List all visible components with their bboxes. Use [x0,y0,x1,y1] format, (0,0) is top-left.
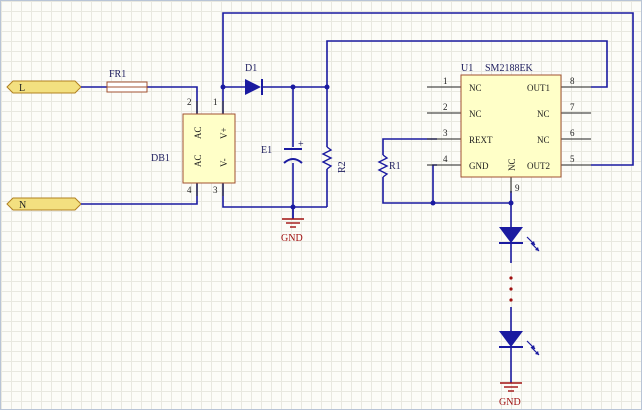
led-chain-ellipsis [509,276,513,302]
ic-pin-num-4: 4 [443,154,448,164]
diode-designator: D1 [245,63,257,74]
ic-pin-name-9: NC [507,158,517,171]
ic-pin-num-6: 6 [570,128,575,138]
ic-pin-num-3: 3 [443,128,448,138]
led-1[interactable] [499,227,540,252]
ic-part-number: SM2188EK [485,63,534,74]
bridge-db1[interactable]: AC AC V+ V- 2 4 1 3 DB1 [151,97,236,196]
junctions [220,84,514,210]
bridge-pin-num-4: 4 [187,185,192,195]
resistor-r2-designator: R2 [337,161,348,173]
port-l[interactable]: L [6,80,82,94]
port-n[interactable]: N [6,197,82,211]
capacitor-polarity: + [298,139,304,150]
ic-pin-name-4: GND [469,161,489,171]
resistor-r1[interactable]: R1 [377,154,401,178]
capacitor-designator: E1 [261,145,272,156]
bridge-pin-num-2: 2 [187,97,192,107]
diode-d1[interactable]: D1 [245,63,263,95]
bridge-pin-num-3: 3 [213,185,218,195]
ic-pin-num-1: 1 [443,76,448,86]
ic-pin-num-8: 8 [570,76,575,86]
resistor-r2[interactable]: R2 [321,146,348,173]
bridge-pin-ac2: AC [193,154,203,167]
ic-pin-name-5: OUT2 [527,161,550,171]
bridge-designator: DB1 [151,153,170,164]
ground-bottom-label: GND [499,397,521,408]
ground-bottom: GND [499,382,522,408]
bridge-pin-num-1: 1 [213,97,218,107]
port-l-label: L [19,83,25,94]
ic-pin-num-2: 2 [443,102,448,112]
port-n-label: N [19,200,26,211]
bridge-pin-vplus: V+ [219,127,229,139]
fuse-fr1[interactable]: FR1 [106,69,148,93]
bridge-pin-vminus: V- [219,158,229,167]
ic-pin-num-7: 7 [570,102,575,112]
ic-u1[interactable]: 1 2 3 4 NC NC REXT GND 8 7 6 5 OUT1 NC N… [427,63,591,193]
ic-pin-name-2: NC [469,109,482,119]
ic-pin-name-1: NC [469,83,482,93]
ic-pin-num-5: 5 [570,154,575,164]
ic-pin-name-8: OUT1 [527,83,550,93]
ic-designator: U1 [461,63,473,74]
ic-pin-num-9: 9 [515,183,520,193]
led-2[interactable] [499,331,540,356]
wires [81,12,634,383]
bridge-pin-ac1: AC [193,126,203,139]
ic-pin-name-3: REXT [469,135,493,145]
ground-left: GND [281,207,304,244]
ground-left-label: GND [281,233,303,244]
fuse-designator: FR1 [109,69,126,80]
capacitor-e1[interactable]: + E1 [261,139,304,164]
ic-pin-name-6: NC [537,135,550,145]
ic-pin-name-7: NC [537,109,550,119]
resistor-r1-designator: R1 [389,161,401,172]
